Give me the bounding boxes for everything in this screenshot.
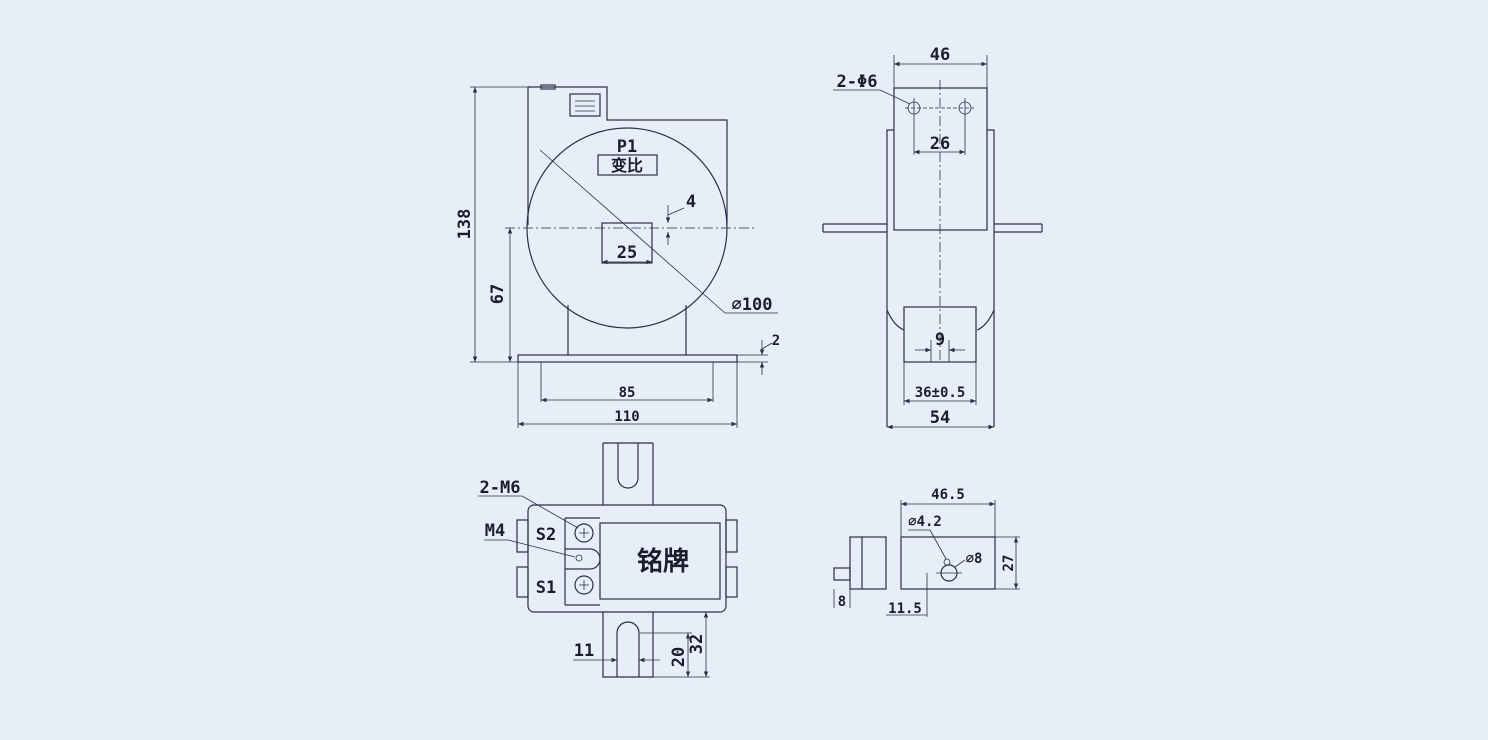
side-lower-block xyxy=(903,306,977,363)
label-m6: 2-M6 xyxy=(480,478,521,498)
dim-base-spacing: 36±0.5 xyxy=(915,385,966,401)
dim-hole-spacing: 26 xyxy=(930,134,950,154)
dim-slot: 9 xyxy=(935,330,945,350)
screw-s1-icon xyxy=(574,575,594,595)
dim-height: 138 xyxy=(455,209,475,240)
diameter-leader xyxy=(539,149,726,314)
nameplate-label: 铭牌 xyxy=(637,546,689,577)
bottom-view: 铭牌 S2 S1 2-M6 M4 11 20 32 xyxy=(478,442,738,678)
bottom-fork xyxy=(602,612,654,678)
dim-offset: 11.5 xyxy=(888,601,922,617)
dim-base-thickness: 2 xyxy=(772,333,780,349)
front-base xyxy=(517,354,738,363)
dim-detail-width: 46.5 xyxy=(931,487,965,503)
dim-top-width: 46 xyxy=(930,45,950,65)
dim-hole: ⌀8 xyxy=(966,551,983,567)
dim-slot-height: 4 xyxy=(686,192,696,212)
p1-label: P1 xyxy=(617,137,637,157)
nameplate-box xyxy=(599,522,721,600)
ratio-label: 变比 xyxy=(611,156,643,175)
side-view: 26 2-Φ6 46 9 36±0.5 54 xyxy=(822,45,1043,430)
dim-inner-width: 85 xyxy=(619,385,636,401)
screw-s2-icon xyxy=(574,523,594,543)
front-view: P1 变比 25 4 ⌀100 2 85 xyxy=(455,84,780,428)
dim-center-height: 67 xyxy=(488,284,508,304)
dim-slot-width-b: 11 xyxy=(574,641,594,661)
side-top-block xyxy=(893,87,988,231)
side-body xyxy=(886,129,995,427)
dim-diameter: ⌀100 xyxy=(732,295,773,315)
dim-slot-depth: 20 xyxy=(669,647,689,667)
dim-outer-width: 110 xyxy=(614,409,639,425)
dim-holes: 2-Φ6 xyxy=(837,72,878,92)
dim-tab-depth: 32 xyxy=(687,634,707,654)
front-top-tab xyxy=(540,84,556,90)
terminal-s2: S2 xyxy=(536,525,556,545)
dim-detail-height: 27 xyxy=(1001,555,1017,572)
detail-left-block xyxy=(849,536,887,590)
detail-view: 8 46.5 ⌀4.2 ⌀8 27 11.5 xyxy=(833,487,1020,617)
dim-total-width: 54 xyxy=(930,408,950,428)
bottom-body xyxy=(527,504,727,613)
dim-slot-width: 25 xyxy=(617,243,637,263)
dim-tab: 8 xyxy=(838,594,846,610)
top-fork xyxy=(602,442,654,505)
dim-small-hole: ⌀4.2 xyxy=(908,514,942,530)
detail-right-block xyxy=(900,536,996,590)
ratio-plate xyxy=(597,154,658,176)
label-m4: M4 xyxy=(485,521,505,541)
terminal-block xyxy=(569,93,601,117)
front-body-outline xyxy=(527,86,728,225)
m4-hole xyxy=(575,554,583,562)
terminal-s1: S1 xyxy=(536,578,556,598)
